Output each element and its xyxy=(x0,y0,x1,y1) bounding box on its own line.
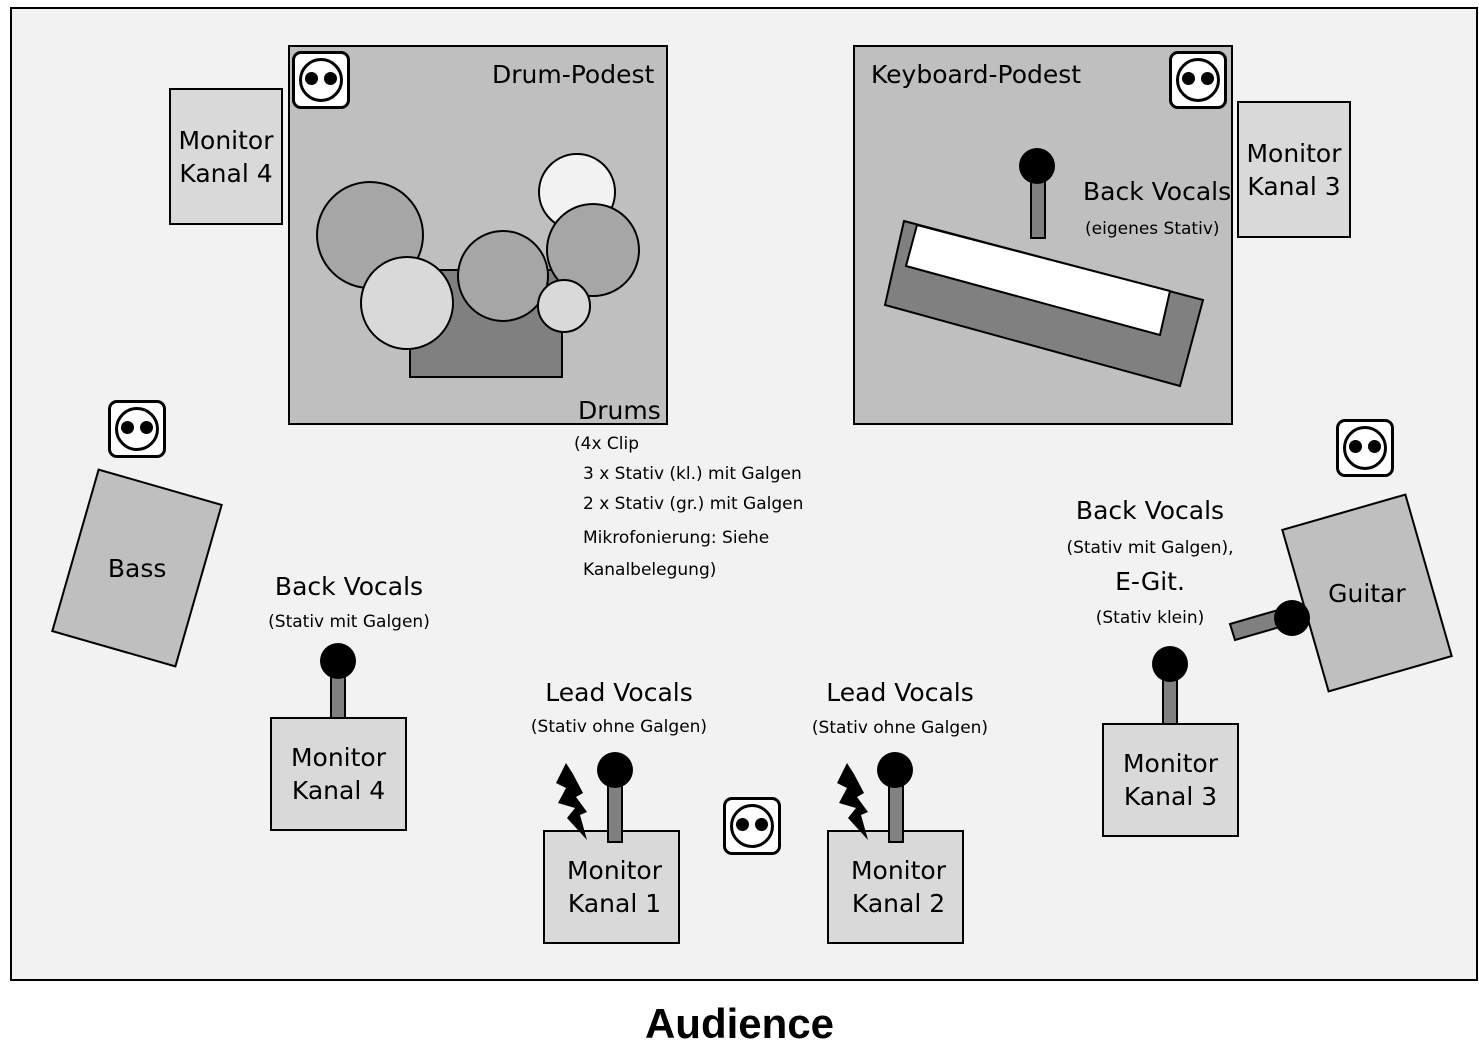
power-socket-icon xyxy=(723,797,781,855)
keys-back-vocals-label: Back Vocals xyxy=(1083,177,1232,206)
lightning-icon xyxy=(556,763,587,840)
power-socket-icon xyxy=(292,51,350,109)
lead1-monitor: Monitor Kanal 1 xyxy=(543,830,680,944)
bass-mic xyxy=(320,643,356,679)
lead1-label: Lead Vocals xyxy=(545,678,693,707)
power-socket-icon xyxy=(1169,51,1227,109)
monitor-label: Monitor xyxy=(566,856,663,885)
guitar-egit-note: (Stativ klein) xyxy=(1095,608,1205,628)
guitar-amp-mic xyxy=(1274,600,1310,636)
guitar-mic-stand-vertical xyxy=(1162,676,1178,728)
drums-note-4: Mikrofonierung: Siehe xyxy=(583,528,770,548)
drums-note-1: (4x Clip xyxy=(574,434,640,454)
lead2-monitor: Monitor Kanal 2 xyxy=(827,830,964,944)
drums-note-2: 3 x Stativ (kl.) mit Galgen xyxy=(583,464,802,484)
power-socket-icon xyxy=(1336,419,1394,477)
guitar-egit-label: E-Git. xyxy=(1115,567,1185,596)
lead2-note: (Stativ ohne Galgen) xyxy=(811,718,989,738)
keys-monitor: Monitor Kanal 3 xyxy=(1237,101,1351,238)
monitor-label: Monitor xyxy=(1246,138,1342,168)
drums-label: Drums xyxy=(578,396,661,425)
power-socket-icon xyxy=(108,400,166,458)
bass-back-vocals-label: Back Vocals xyxy=(274,572,424,601)
rack-tom xyxy=(457,230,549,322)
lead1-note: (Stativ ohne Galgen) xyxy=(530,717,708,737)
lead1-mic xyxy=(597,752,633,788)
drum-monitor: Monitor Kanal 4 xyxy=(169,88,283,225)
audience-label: Audience xyxy=(644,1000,835,1047)
lead2-label: Lead Vocals xyxy=(826,678,974,707)
monitor-label: Monitor xyxy=(290,743,387,772)
monitor-channel: Kanal 3 xyxy=(1247,171,1341,201)
monitor-channel: Kanal 4 xyxy=(179,158,273,188)
drums-note-5: Kanalbelegung) xyxy=(583,560,717,580)
hihat xyxy=(360,256,454,350)
monitor-channel: Kanal 2 xyxy=(851,889,946,918)
bass-monitor: Monitor Kanal 4 xyxy=(270,717,407,831)
monitor-channel: Kanal 1 xyxy=(567,889,662,918)
drum-riser-title: Drum-Podest xyxy=(492,60,655,89)
keyboard-riser-title: Keyboard-Podest xyxy=(871,60,1082,89)
lightning-icon xyxy=(837,763,868,840)
guitar-vocal-mic xyxy=(1152,646,1188,682)
monitor-channel: Kanal 3 xyxy=(1123,782,1218,811)
lead2-mic xyxy=(877,752,913,788)
keyboard-keys xyxy=(904,223,1172,337)
monitor-label: Monitor xyxy=(178,125,274,155)
monitor-label: Monitor xyxy=(850,856,947,885)
guitar-monitor: Monitor Kanal 3 xyxy=(1102,723,1239,837)
guitar-back-vocals-note: (Stativ mit Galgen), xyxy=(1066,538,1234,558)
ride-tom xyxy=(546,203,640,297)
snare xyxy=(537,279,591,333)
monitor-channel: Kanal 4 xyxy=(291,776,386,805)
keys-back-vocals-note: (eigenes Stativ) xyxy=(1085,219,1220,239)
drums-note-3: 2 x Stativ (gr.) mit Galgen xyxy=(583,494,804,514)
keys-mic xyxy=(1019,148,1055,184)
monitor-label: Monitor xyxy=(1122,749,1219,778)
guitar-back-vocals-label: Back Vocals xyxy=(1075,496,1225,525)
bass-back-vocals-note: (Stativ mit Galgen) xyxy=(268,612,430,632)
